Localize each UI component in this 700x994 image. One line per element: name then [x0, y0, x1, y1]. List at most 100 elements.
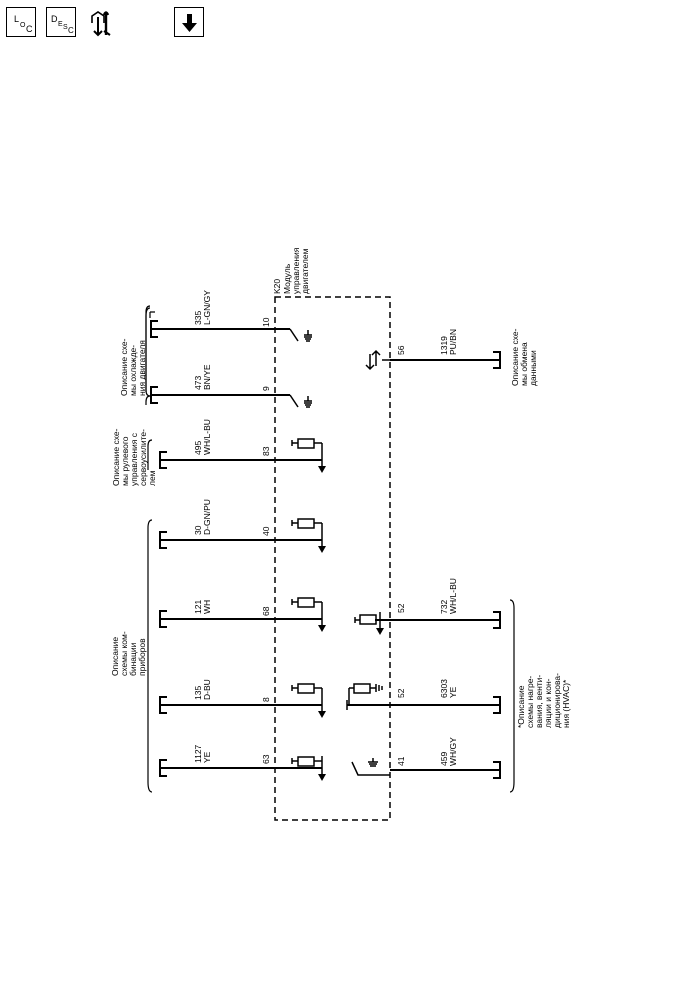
ref-hvac-6: ния (HVAC)*	[561, 679, 571, 728]
pin-8: 8	[261, 697, 271, 702]
description-button[interactable]: D E S C	[46, 7, 76, 37]
pin-41: 41	[396, 756, 406, 766]
repair-button[interactable]	[86, 7, 116, 37]
svg-text:E: E	[58, 21, 63, 28]
ref-cooling-1: Описание схе-	[119, 338, 129, 396]
ref-hvac-3: вания, венти-	[534, 675, 544, 728]
toolbar: L O C D E S C	[0, 0, 700, 40]
module-name-2: управления	[291, 247, 301, 294]
description-icon: D E S C	[51, 14, 74, 35]
pin-9: 9	[261, 386, 271, 391]
pin-10: 10	[261, 317, 271, 327]
circuit-459: 459	[439, 752, 449, 766]
brace-cooling	[145, 305, 151, 405]
circuit-473: 473	[193, 376, 203, 390]
ref-hvac-1: *Описание	[516, 685, 526, 728]
ref-cluster-3: бинации	[128, 642, 138, 676]
pin-52-a: 52	[396, 603, 406, 613]
terminal-121	[159, 610, 167, 628]
brace-cluster	[147, 519, 153, 793]
color-335: L-GN/GY	[202, 290, 212, 325]
brace-hvac	[509, 599, 515, 793]
terminal-459	[493, 761, 501, 779]
circuit-121: 121	[193, 600, 203, 614]
terminal-495	[159, 451, 167, 469]
resistor-52-6303	[346, 683, 383, 710]
module-name-3: двигателем	[300, 248, 310, 294]
module-id: K20	[272, 279, 282, 294]
circuit-495: 495	[193, 441, 203, 455]
color-30: D-GN/PU	[202, 499, 212, 535]
circuit-335: 335	[193, 311, 203, 325]
circuit-1127: 1127	[193, 744, 203, 763]
ref-cooling-3: ния двигателя	[137, 340, 147, 396]
module-boundary-box	[274, 296, 391, 821]
pin-68: 68	[261, 606, 271, 616]
ground-10	[304, 330, 312, 342]
color-473: BN/YE	[202, 364, 212, 390]
svg-text:L: L	[14, 14, 19, 24]
circuit-6303: 6303	[439, 679, 449, 698]
terminal-6303	[493, 696, 501, 714]
data-arrow-down	[365, 354, 375, 371]
download-arrow-icon	[182, 14, 197, 32]
ref-steering-4: сервоусилите-	[138, 429, 148, 486]
svg-text:O: O	[20, 22, 26, 29]
ref-hvac-5: диционирова-	[552, 673, 562, 728]
ref-data-3: данными	[528, 350, 538, 386]
color-459: WH/GY	[448, 737, 458, 766]
terminal-135	[159, 696, 167, 714]
terminal-1127	[159, 759, 167, 777]
ref-hvac-4: ляции и кон-	[543, 678, 553, 728]
terminal-732	[493, 611, 501, 629]
color-1127: YE	[202, 751, 212, 763]
repair-connector-icon	[91, 11, 111, 37]
switch-41	[351, 758, 390, 776]
color-6303: YE	[448, 686, 458, 698]
ref-data-1: Описание схе-	[510, 328, 520, 386]
color-1319: PU/BN	[448, 329, 458, 355]
terminal-473	[150, 386, 158, 404]
svg-text:C: C	[68, 26, 74, 35]
ref-steering-1: Описание схе-	[111, 428, 121, 486]
svg-text:C: C	[26, 24, 33, 34]
circuit-732: 732	[439, 600, 449, 614]
data-arrow-up	[371, 349, 381, 366]
color-135: D-BU	[202, 679, 212, 700]
resistor-63	[291, 756, 323, 776]
terminal-335	[150, 320, 158, 338]
ref-cluster-2: схемы ком-	[119, 631, 129, 676]
ref-steering-3: управления с	[129, 432, 139, 486]
ref-hvac-2: схемы нагре-	[525, 676, 535, 728]
ref-cooling-2: мы охлажде-	[128, 345, 138, 396]
terminal-30	[159, 531, 167, 549]
pin-40: 40	[261, 526, 271, 536]
ref-data-2: мы обмена	[519, 342, 529, 386]
ref-steering-2: мы рулевого	[120, 436, 130, 486]
color-495: WH/L-BU	[202, 419, 212, 455]
color-121: WH	[202, 600, 212, 614]
ref-cluster-4: приборов	[137, 638, 147, 676]
ref-steering-5: лем	[147, 470, 157, 486]
circuit-30: 30	[193, 525, 203, 535]
location-button[interactable]: L O C	[6, 7, 36, 37]
svg-text:D: D	[51, 14, 58, 24]
module-name-1: Модуль	[282, 263, 292, 294]
resistor-52-732	[354, 612, 381, 630]
brace-steering	[147, 439, 153, 470]
pin-52-b: 52	[396, 688, 406, 698]
terminal-1319	[493, 351, 501, 369]
location-icon: L O C	[14, 14, 33, 34]
circuit-135: 135	[193, 686, 203, 700]
download-button[interactable]	[174, 7, 204, 37]
pin-83: 83	[261, 446, 271, 456]
pin-63: 63	[261, 754, 271, 764]
color-732: WH/L-BU	[448, 578, 458, 614]
ground-9	[304, 396, 312, 408]
resistor-83	[291, 438, 323, 468]
circuit-1319: 1319	[439, 336, 449, 355]
ref-cluster-1: Описание	[110, 637, 120, 676]
resistor-8	[291, 683, 323, 713]
resistor-40	[291, 518, 323, 548]
